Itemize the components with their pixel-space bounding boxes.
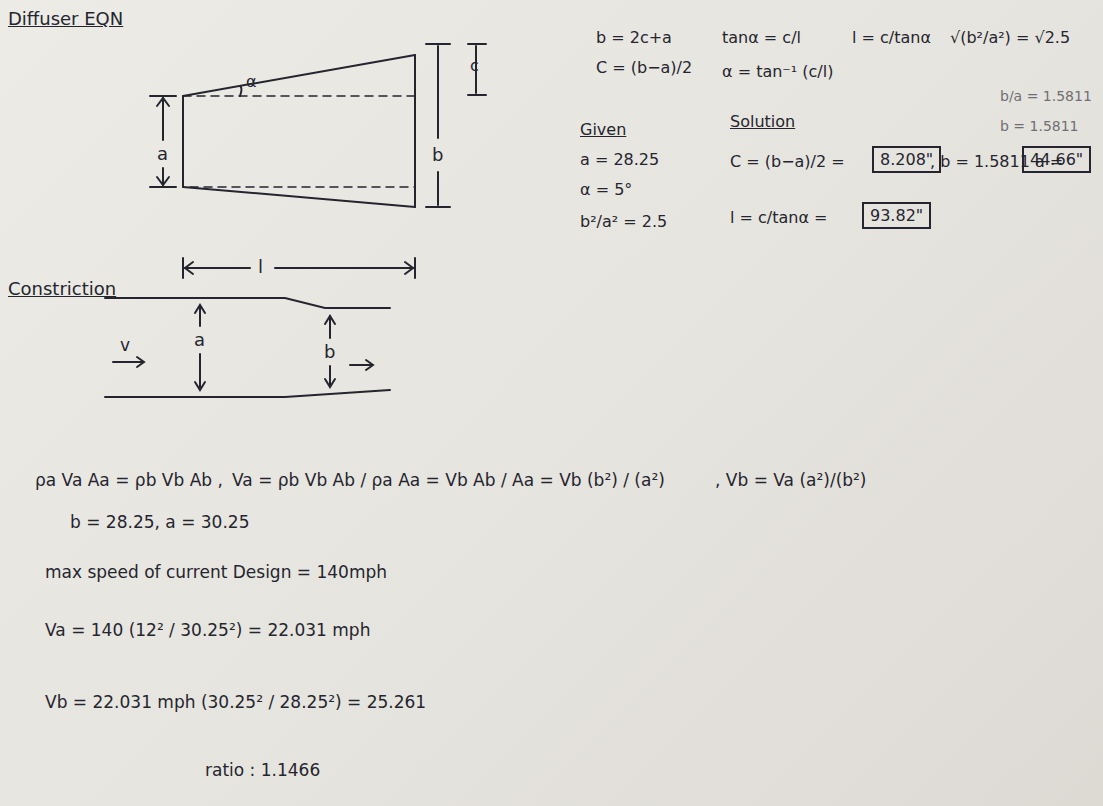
- equation: Vb = 22.031 mph (30.25² / 28.25²) = 25.2…: [45, 692, 426, 712]
- answer-box: 93.82": [862, 202, 931, 229]
- given-value: a = 28.25: [580, 150, 659, 169]
- answer-value: 8.208": [880, 150, 933, 169]
- result: ratio : 1.1466: [205, 760, 320, 780]
- equation: α = tan⁻¹ (c/l): [722, 62, 833, 81]
- equation: ρa Va Aa = ρb Vb Ab ,: [35, 470, 223, 490]
- equation: √(b²/a²) = √2.5: [950, 28, 1070, 47]
- angle-label: α: [246, 72, 257, 91]
- answer-box: 44.66": [1022, 146, 1091, 173]
- answer-value: 44.66": [1030, 150, 1083, 169]
- pencil-note: b/a = 1.5811: [1000, 88, 1092, 105]
- heading: Constriction: [8, 278, 116, 300]
- dimension-label: c: [470, 56, 479, 75]
- answer-box: 8.208": [872, 146, 941, 173]
- given-value: α = 5°: [580, 180, 632, 199]
- heading: Given: [580, 120, 626, 139]
- equation: Va = ρb Vb Ab / ρa Aa = Vb Ab / Aa = Vb …: [232, 470, 665, 490]
- equation: b = 2c+a: [596, 28, 672, 47]
- dimension-label: b: [324, 341, 335, 363]
- equation: C = (b−a)/2: [596, 58, 692, 77]
- given-value: b²/a² = 2.5: [580, 212, 667, 231]
- equation: Va = 140 (12² / 30.25²) = 22.031 mph: [45, 620, 370, 640]
- dimension-label: a: [194, 329, 205, 351]
- dimension-label: l: [258, 256, 263, 278]
- equation: l = c/tanα: [852, 28, 931, 47]
- heading: Solution: [730, 112, 795, 131]
- equation: l = c/tanα =: [730, 208, 827, 227]
- given-value: b = 28.25, a = 30.25: [70, 512, 249, 532]
- velocity-label: v: [120, 335, 130, 355]
- pencil-note: b = 1.5811: [1000, 118, 1079, 135]
- dimension-label: b: [432, 144, 443, 166]
- note: max speed of current Design = 140mph: [45, 562, 387, 582]
- heading: Diffuser EQN: [8, 8, 123, 30]
- equation: C = (b−a)/2 =: [730, 152, 845, 171]
- answer-value: 93.82": [870, 206, 923, 225]
- equation: , Vb = Va (a²)/(b²): [715, 470, 867, 490]
- equation: tanα = c/l: [722, 28, 801, 47]
- dimension-label: a: [157, 143, 168, 165]
